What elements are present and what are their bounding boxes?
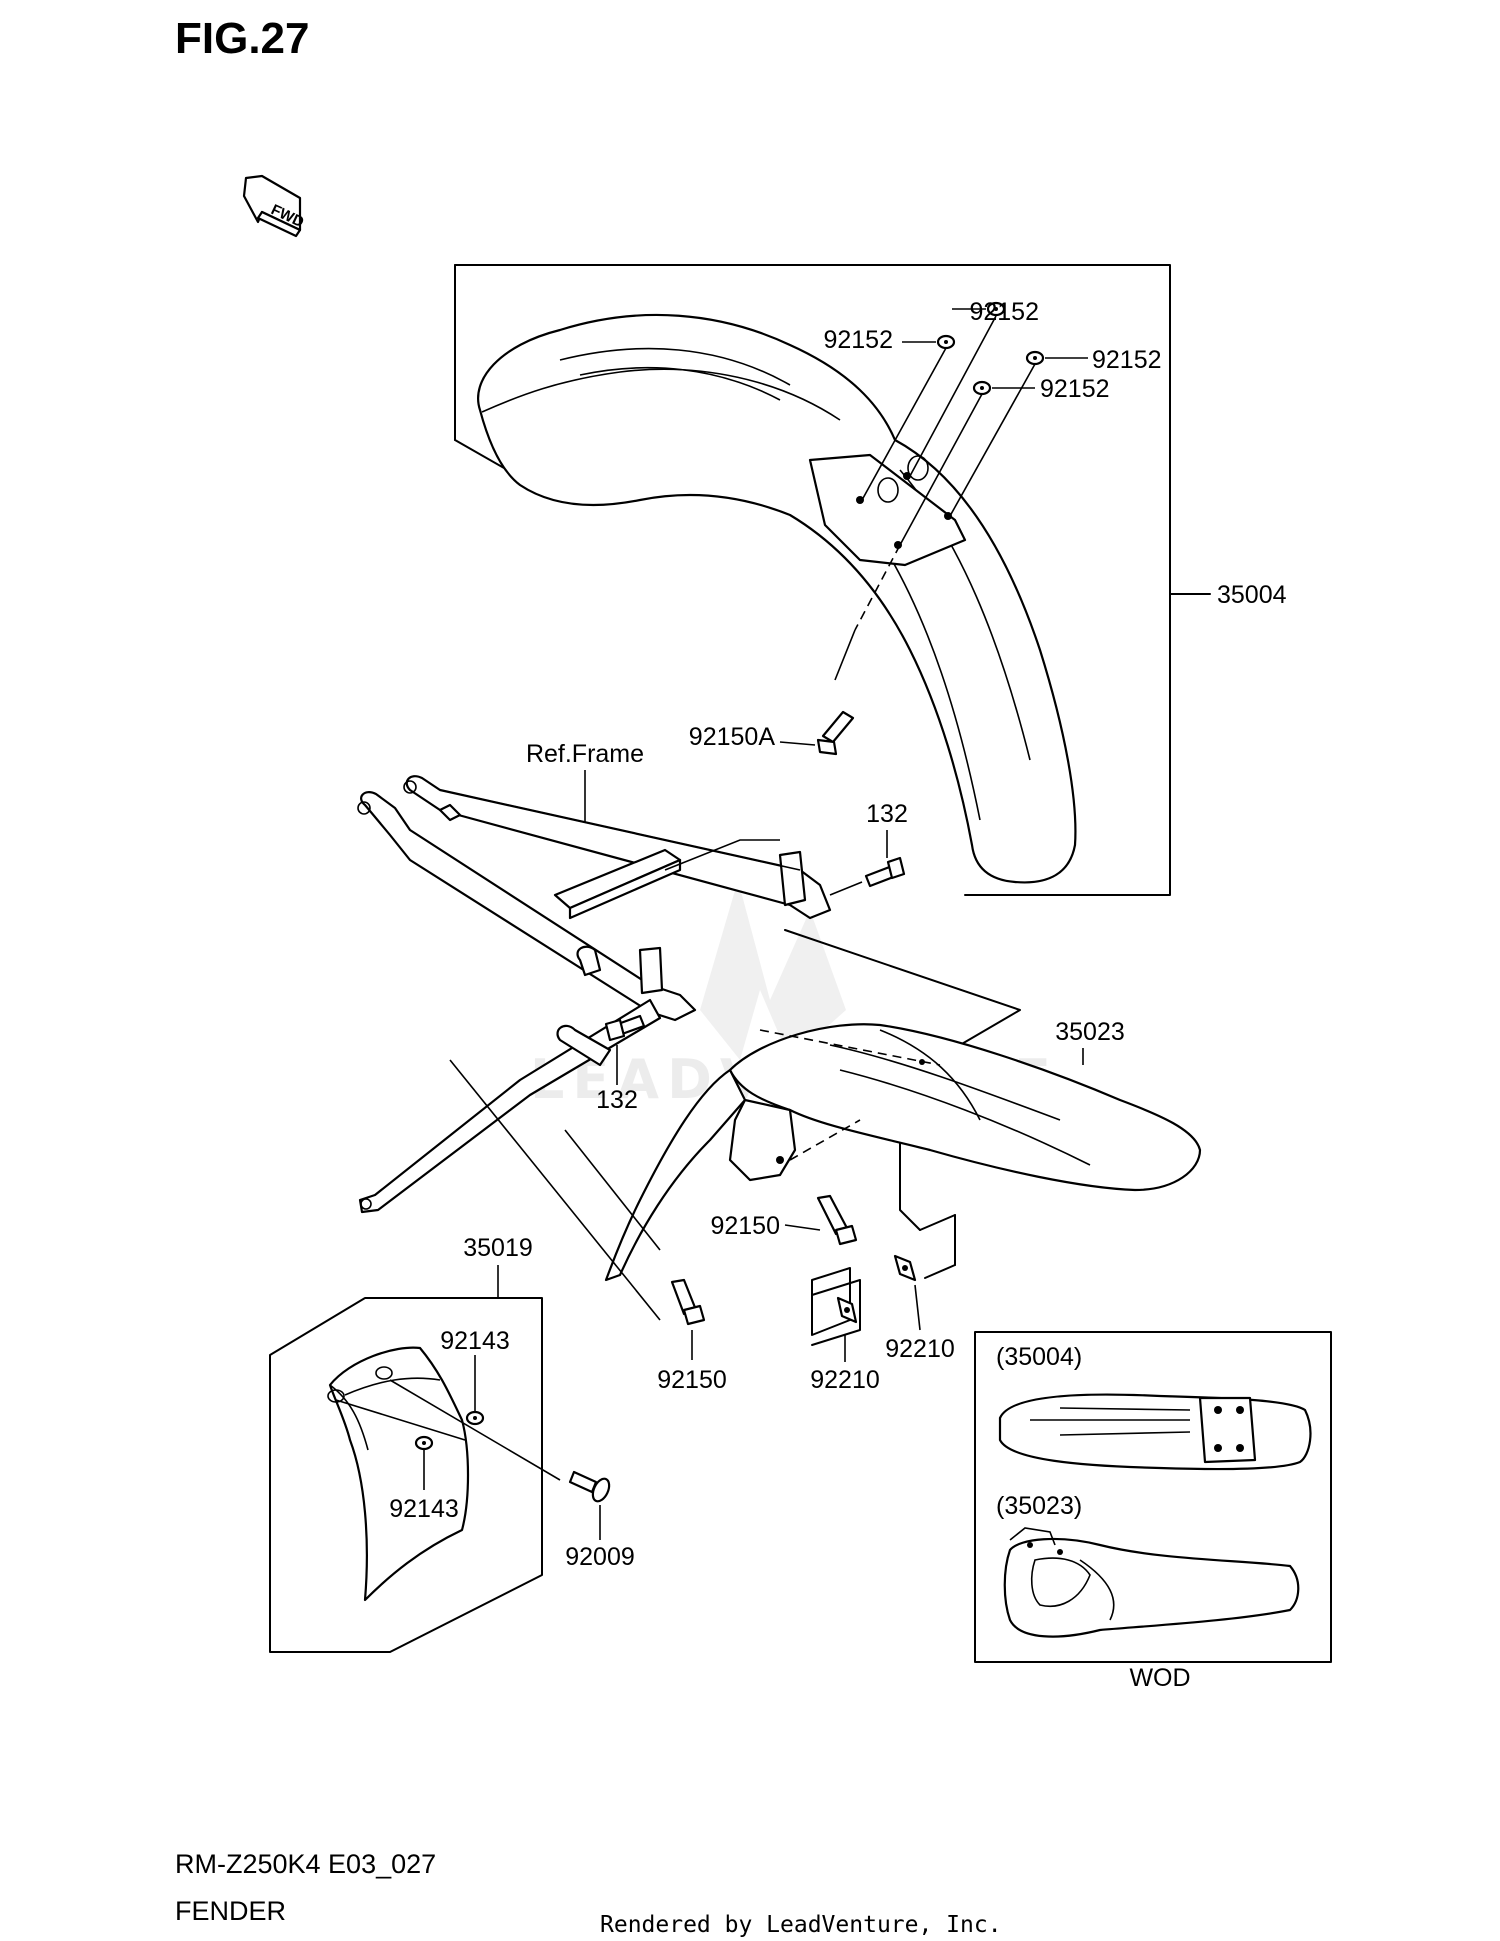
front-fender-mount-plate xyxy=(808,453,967,567)
rear-fender-group: 35023 xyxy=(449,929,1202,1321)
callout-92143-upper: 92143 xyxy=(440,1327,510,1355)
reference-frame: Ref.Frame xyxy=(357,740,832,1214)
bolt-92150a xyxy=(816,710,855,756)
callout-132-upper: 132 xyxy=(866,800,908,828)
mud-flap-group: 35019 92143 92143 92009 xyxy=(269,1234,635,1653)
section-name: FENDER xyxy=(175,1896,286,1926)
wod-inset-frame xyxy=(974,1331,1332,1663)
callout-92152-d: 92152 xyxy=(1040,375,1110,403)
callout-132-lower: 132 xyxy=(596,1086,638,1114)
forward-arrow-icon: FWD xyxy=(242,174,307,238)
figure-title: FIG.27 xyxy=(175,14,310,63)
nut-92210-lower xyxy=(836,1296,858,1324)
bolt-92150-upper xyxy=(816,1194,858,1246)
callout-ref-frame: Ref.Frame xyxy=(526,740,644,768)
inset-front-fender xyxy=(998,1393,1312,1471)
callout-35023: 35023 xyxy=(1055,1018,1125,1046)
callout-92009: 92009 xyxy=(565,1543,635,1571)
callout-92143-lower: 92143 xyxy=(389,1495,459,1523)
inset-caption-wod: WOD xyxy=(1129,1664,1190,1692)
washer-92143-lower xyxy=(414,1435,434,1451)
callout-35004: 35004 xyxy=(1217,581,1287,609)
front-fender-bracket xyxy=(454,264,1171,896)
callout-92210-upper: 92210 xyxy=(885,1335,955,1363)
bolt-132-lower xyxy=(604,1014,646,1042)
callout-92152-c: 92152 xyxy=(1092,346,1162,374)
front-fender-shell xyxy=(477,313,1077,884)
inset-rear-fender xyxy=(1003,1537,1300,1638)
nut-92210-upper xyxy=(893,1254,917,1282)
bolt-92150-lower xyxy=(670,1278,706,1326)
mud-flap-shell xyxy=(328,1346,470,1602)
callout-35019: 35019 xyxy=(463,1234,533,1262)
rear-fender-shell xyxy=(728,1023,1202,1192)
rendered-by-credit: Rendered by LeadVenture, Inc. xyxy=(600,1912,1002,1938)
bolt-132-upper xyxy=(864,856,906,888)
callout-92152-a: 92152 xyxy=(969,298,1039,326)
wod-inset: (35004) (35023) WOD xyxy=(974,1331,1332,1692)
model-code: RM-Z250K4 E03_027 xyxy=(175,1849,436,1879)
mud-flap-bracket xyxy=(269,1297,543,1653)
inset-label-35023: (35023) xyxy=(996,1492,1082,1520)
washer-92143-upper xyxy=(465,1410,485,1426)
screw-92009 xyxy=(568,1470,611,1503)
callout-92150-upper: 92150 xyxy=(710,1212,780,1240)
nut-92210-box-lower xyxy=(811,1279,861,1346)
callout-92150a: 92150A xyxy=(689,723,776,751)
callout-92150-lower: 92150 xyxy=(657,1366,727,1394)
inset-label-35004: (35004) xyxy=(996,1343,1082,1371)
front-fender-group: 92152 92152 92152 92152 35004 92150A xyxy=(454,264,1287,896)
callout-92152-b: 92152 xyxy=(823,326,893,354)
callout-92210-lower: 92210 xyxy=(810,1366,880,1394)
